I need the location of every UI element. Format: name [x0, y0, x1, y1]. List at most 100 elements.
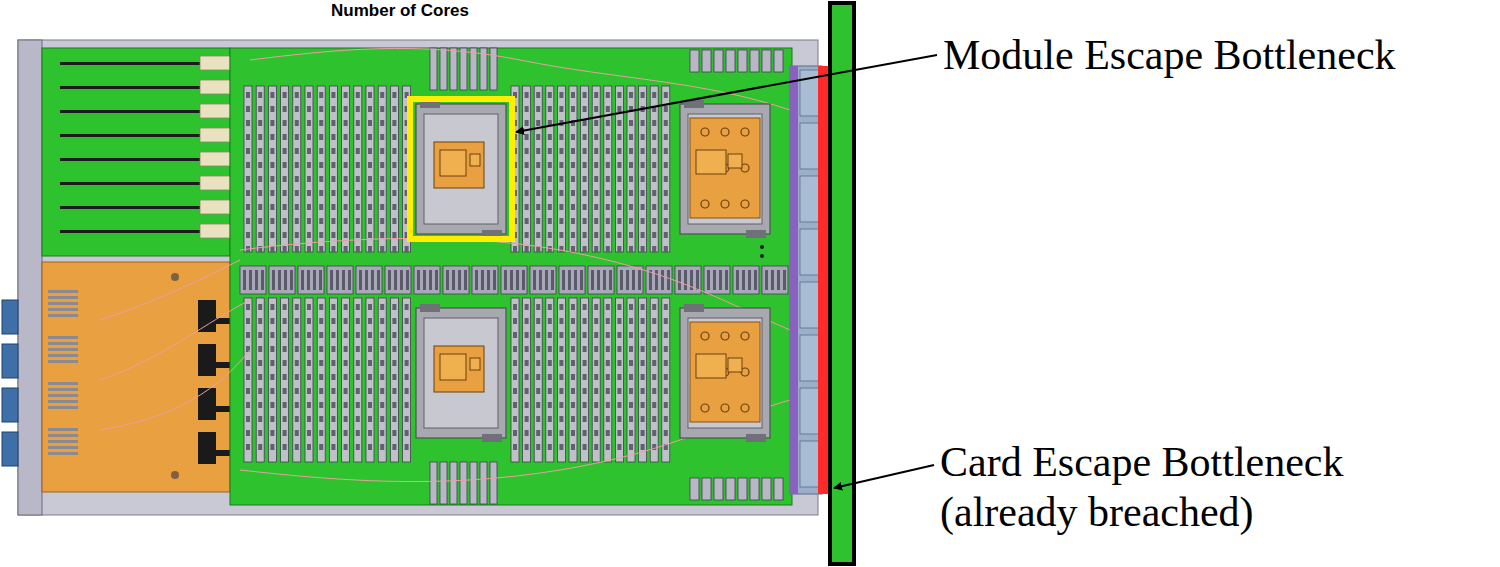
dimm-latch [283, 232, 287, 238]
dimm-latch [270, 346, 274, 352]
dimm-latch [380, 204, 384, 210]
dimm-slot [378, 86, 386, 252]
dimm-latch [548, 190, 552, 196]
dimm-latch [536, 304, 540, 310]
vrm-slot [430, 462, 437, 504]
socket-latch [746, 434, 766, 442]
plate-screw [721, 128, 729, 136]
dimm-latch [536, 332, 540, 338]
dimm-slot [627, 298, 635, 462]
dimm-slot [662, 86, 670, 252]
dimm-latch [548, 134, 552, 140]
dimm-latch [319, 444, 323, 450]
chip-module [434, 346, 484, 392]
cpu-socket [416, 104, 506, 234]
dimm-latch [606, 232, 610, 238]
dimm-latch [571, 162, 575, 168]
edge-connector [800, 282, 820, 328]
connector-pin [713, 270, 716, 290]
connector-strip [790, 66, 798, 494]
dimm-latch [594, 92, 598, 98]
horizontal-connector [443, 266, 469, 294]
chip-module [696, 354, 726, 378]
vrm-slot [470, 462, 477, 504]
dimm-latch [606, 204, 610, 210]
dimm-latch [617, 444, 621, 450]
dimm-latch [594, 430, 598, 436]
dimm-slot [615, 86, 623, 252]
main-board [230, 48, 792, 505]
vrm-slot [690, 50, 699, 72]
dimm-slot [639, 86, 647, 252]
vrm-slot [440, 462, 447, 504]
dimm-latch [270, 416, 274, 422]
dimm-latch [641, 218, 645, 224]
chassis-frame [18, 40, 818, 515]
dimm-latch [368, 246, 372, 252]
cpu-socket [416, 308, 506, 438]
dimm-latch [559, 218, 563, 224]
dimm-latch [295, 134, 299, 140]
dimm-latch [641, 190, 645, 196]
chip-die [470, 358, 480, 370]
dimm-slot [662, 298, 670, 462]
dimm-latch [270, 318, 274, 324]
dimm-latch [270, 374, 274, 380]
plate-screw [721, 332, 729, 340]
vrm-slot [460, 462, 467, 504]
dimm-latch [664, 190, 668, 196]
dimm-latch [606, 402, 610, 408]
cpu-socket [680, 308, 770, 438]
dimm-latch [664, 148, 668, 154]
dimm-latch [559, 304, 563, 310]
dimm-latch [525, 232, 529, 238]
dimm-latch [652, 162, 656, 168]
horizontal-connector [240, 266, 266, 294]
dimm-latch [356, 246, 360, 252]
dimm-latch [641, 318, 645, 324]
dimm-latch [380, 176, 384, 182]
pcie-connector [200, 152, 230, 166]
cable-wire [100, 300, 250, 380]
dimm-latch [356, 162, 360, 168]
dimm-latch [246, 204, 250, 210]
dimm-latch [270, 204, 274, 210]
dimm-latch [536, 346, 540, 352]
horizontal-connector [269, 266, 295, 294]
dimm-latch [536, 120, 540, 126]
dimm-latch [283, 204, 287, 210]
dimm-latch [629, 246, 633, 252]
vrm-slot [762, 478, 771, 500]
dimm-latch [617, 402, 621, 408]
dimm-latch [525, 416, 529, 422]
pcie-card [60, 206, 200, 209]
dimm-latch [270, 120, 274, 126]
dimm-latch [392, 332, 396, 338]
dimm-latch [571, 246, 575, 252]
dimm-latch [356, 444, 360, 450]
dimm-latch [536, 204, 540, 210]
dimm-latch [246, 430, 250, 436]
dimm-latch [356, 332, 360, 338]
dimm-latch [258, 346, 262, 352]
dimm-latch [548, 346, 552, 352]
dimm-latch [606, 176, 610, 182]
dimm-latch [246, 304, 250, 310]
dimm-latch [652, 204, 656, 210]
plate-screw [741, 200, 749, 208]
dimm-latch [629, 120, 633, 126]
dimm-latch [392, 346, 396, 352]
dimm-latch [307, 218, 311, 224]
dimm-latch [513, 318, 517, 324]
dimm-latch [525, 332, 529, 338]
dimm-latch [641, 134, 645, 140]
dimm-slot [569, 298, 577, 462]
pcie-card [60, 62, 200, 65]
dimm-latch [380, 346, 384, 352]
dimm-latch [641, 416, 645, 422]
dimm-latch [594, 332, 598, 338]
dimm-latch [571, 106, 575, 112]
dimm-latch [525, 402, 529, 408]
dimm-latch [283, 444, 287, 450]
dimm-latch [295, 374, 299, 380]
